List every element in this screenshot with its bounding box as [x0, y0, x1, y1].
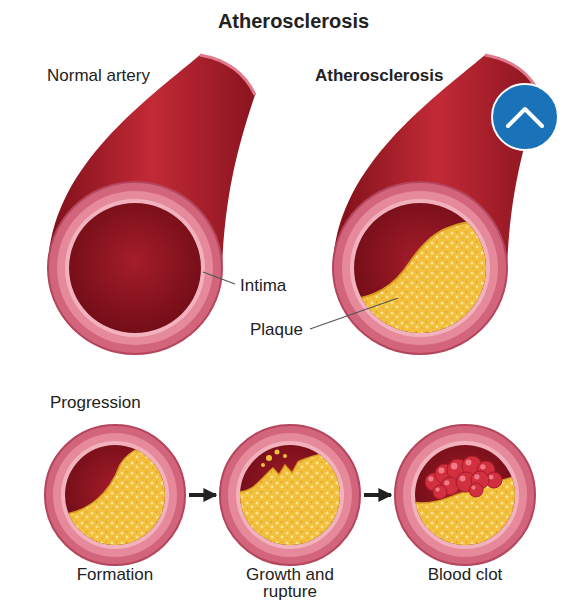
- artery-cross-section: [40, 420, 190, 566]
- normal-artery: [48, 55, 255, 354]
- artery-cross-section: [215, 420, 365, 566]
- artery-stage: Blood clot: [390, 420, 540, 585]
- progression-arrow: [189, 493, 216, 497]
- progression-arrow: [364, 493, 391, 497]
- artery-cross-section: [390, 420, 540, 566]
- artery-stage: Formation: [40, 420, 190, 585]
- diagram-title: Atherosclerosis: [0, 10, 587, 33]
- leader-line: [310, 298, 398, 329]
- part-label: Intima: [240, 276, 286, 296]
- part-label: Progression: [50, 393, 141, 413]
- artery-stage: Growth and rupture: [215, 420, 365, 602]
- stage-label: Blood clot: [400, 566, 530, 583]
- scroll-up-button: [492, 84, 558, 150]
- stage-label: Formation: [50, 566, 180, 583]
- part-label: Plaque: [250, 320, 303, 340]
- leader-line: [203, 272, 235, 284]
- part-label: Atherosclerosis: [315, 66, 444, 86]
- stage-label: Growth and rupture: [225, 566, 355, 600]
- part-label: Normal artery: [47, 66, 150, 86]
